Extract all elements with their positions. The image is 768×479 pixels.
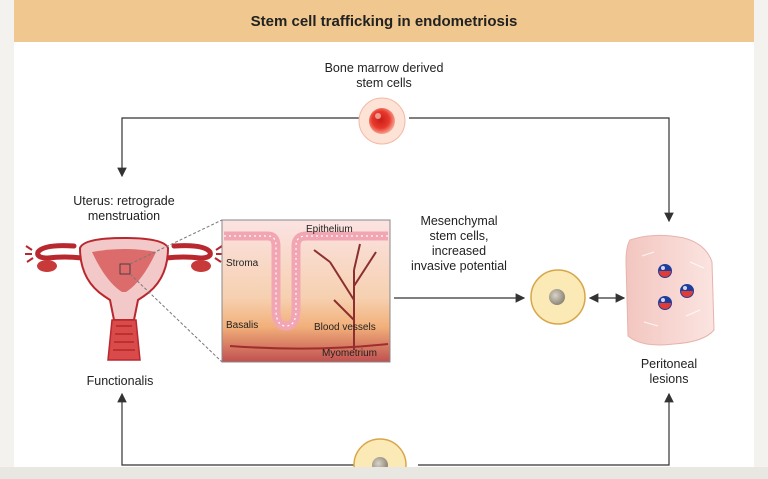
- uterus-label-line2: menstruation: [87, 209, 161, 223]
- bone-marrow-stem-cell: [358, 97, 406, 145]
- bottom-left-connector: [117, 392, 354, 466]
- msc-label-line2: stem cells,: [429, 229, 489, 243]
- msc-label-line3: increased: [431, 244, 487, 258]
- uterus-label: Uterus: retrograde menstruation: [54, 194, 194, 224]
- epithelium-label: Epithelium: [306, 224, 353, 235]
- msc-label-line1: Mesenchymal: [420, 214, 498, 228]
- top-right-connector: [409, 117, 674, 223]
- msc-label-line4: invasive potential: [411, 259, 507, 273]
- peritoneal-label: Peritoneal lesions: [624, 357, 714, 387]
- bone-marrow-label: Bone marrow derived stem cells: [304, 61, 464, 91]
- mesenchymal-stem-cell: [530, 269, 586, 325]
- peritoneal-label-line2: lesions: [649, 372, 689, 386]
- bone-marrow-label-line1: Bone marrow derived: [324, 61, 444, 75]
- lesion-cell: [680, 284, 694, 298]
- msc-label: Mesenchymal stem cells, increased invasi…: [394, 214, 524, 274]
- bottom-strip: [0, 467, 768, 479]
- bottom-right-connector: [418, 392, 674, 466]
- bone-marrow-label-line2: stem cells: [356, 76, 412, 90]
- myometrium-label: Myometrium: [322, 348, 378, 359]
- diagram-panel: Stem cell trafficking in endometriosis: [14, 0, 754, 479]
- stroma-label: Stroma: [226, 258, 259, 269]
- lesion-cell: [658, 296, 672, 310]
- basalis-label: Basalis: [226, 320, 259, 331]
- blood-vessels-label: Blood vessels: [314, 322, 376, 333]
- lesion-cell: [658, 264, 672, 278]
- top-left-connector: [117, 117, 359, 178]
- uterus-illustration: [25, 236, 223, 361]
- zoom-lines: [129, 219, 223, 363]
- functionalis-label: Functionalis: [86, 374, 154, 388]
- diagram-title: Stem cell trafficking in endometriosis: [250, 12, 518, 30]
- title-bar: Stem cell trafficking in endometriosis: [14, 0, 754, 42]
- uterus-label-line1: Uterus: retrograde: [73, 194, 175, 208]
- peritoneal-lesion: [625, 234, 715, 346]
- endometrium-inset: [221, 219, 391, 363]
- peritoneal-label-line1: Peritoneal: [640, 357, 698, 371]
